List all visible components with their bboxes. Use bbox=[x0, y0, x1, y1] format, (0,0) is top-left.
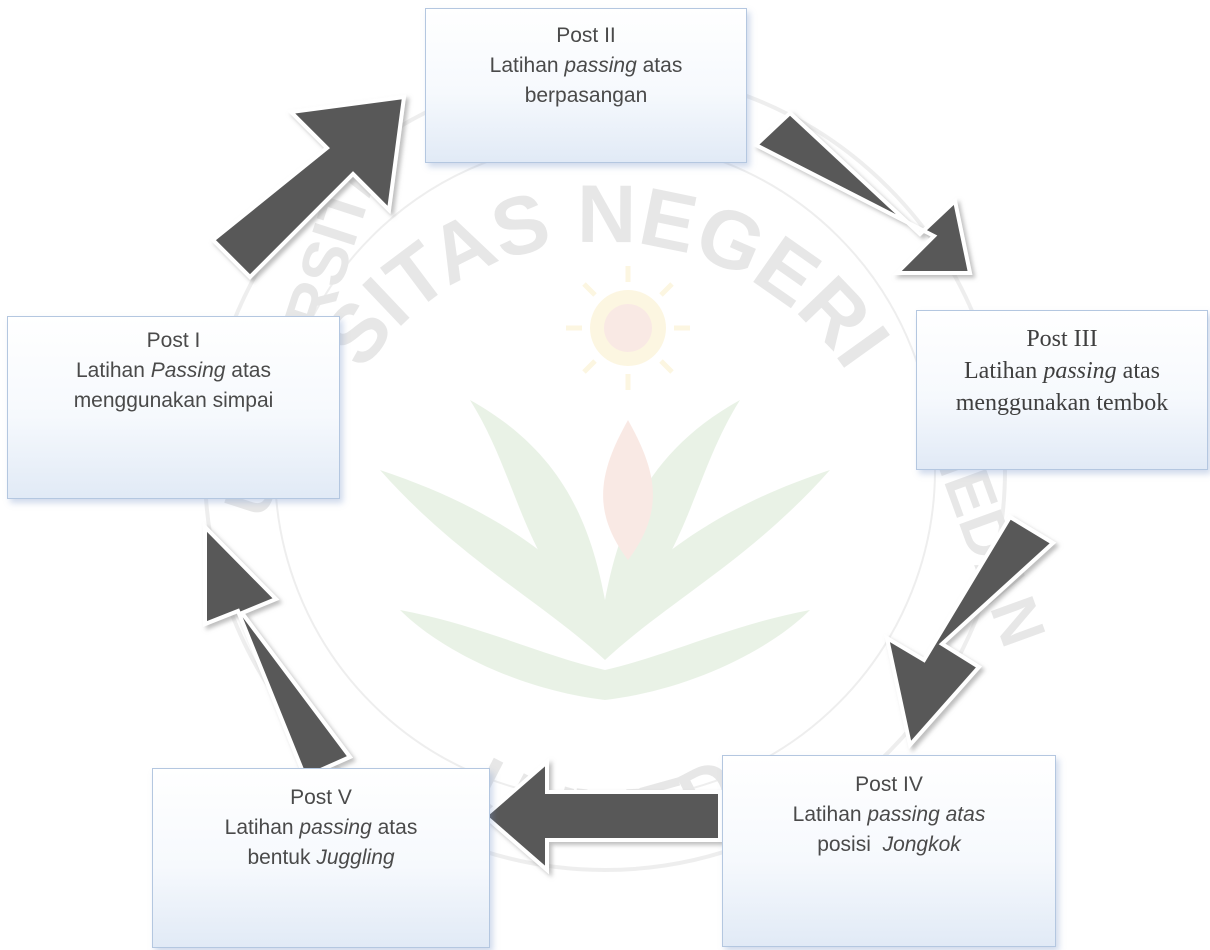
arrow-post3-to-post4 bbox=[884, 514, 1057, 750]
post-4-box: Post IV Latihan passing atas posisi Jong… bbox=[722, 755, 1056, 947]
post-2-title: Post II bbox=[556, 24, 616, 47]
post-1-box: Post I Latihan Passing atas menggunakan … bbox=[7, 316, 340, 499]
post-3-line-3: menggunakan tembok bbox=[955, 390, 1169, 416]
post-1-line-2: Latihan Passing atas bbox=[76, 359, 271, 382]
post-4-title: Post IV bbox=[855, 773, 923, 796]
post-5-line-3: bentuk Juggling bbox=[247, 846, 395, 869]
post-1-line-3: menggunakan simpai bbox=[73, 389, 274, 412]
arrow-post5-to-post1 bbox=[203, 522, 354, 780]
flame-emblem bbox=[603, 420, 653, 560]
post-5-title: Post V bbox=[290, 786, 352, 809]
post-1-title: Post I bbox=[146, 329, 201, 352]
post-2-box: Post II Latihan passing atas berpasangan bbox=[425, 8, 747, 163]
arrow-post1-to-post2 bbox=[210, 94, 407, 280]
post-4-line-3: posisi Jongkok bbox=[817, 833, 961, 856]
post-2-line-2: Latihan passing atas bbox=[489, 54, 683, 77]
post-3-line-2: Latihan passing atas bbox=[964, 358, 1160, 384]
sun-emblem bbox=[566, 266, 690, 390]
post-3-title: Post III bbox=[1026, 326, 1098, 352]
arrow-post4-to-post5 bbox=[481, 757, 722, 875]
post-4-line-2: Latihan passing atas bbox=[792, 803, 986, 826]
arrow-post2-to-post3 bbox=[752, 110, 973, 275]
post-5-box: Post V Latihan passing atas bentuk Juggl… bbox=[152, 768, 490, 948]
post-3-box: Post III Latihan passing atas menggunaka… bbox=[916, 310, 1208, 470]
leaf-emblem bbox=[380, 400, 830, 700]
post-2-line-3: berpasangan bbox=[524, 84, 648, 107]
post-5-line-2: Latihan passing atas bbox=[224, 816, 418, 839]
